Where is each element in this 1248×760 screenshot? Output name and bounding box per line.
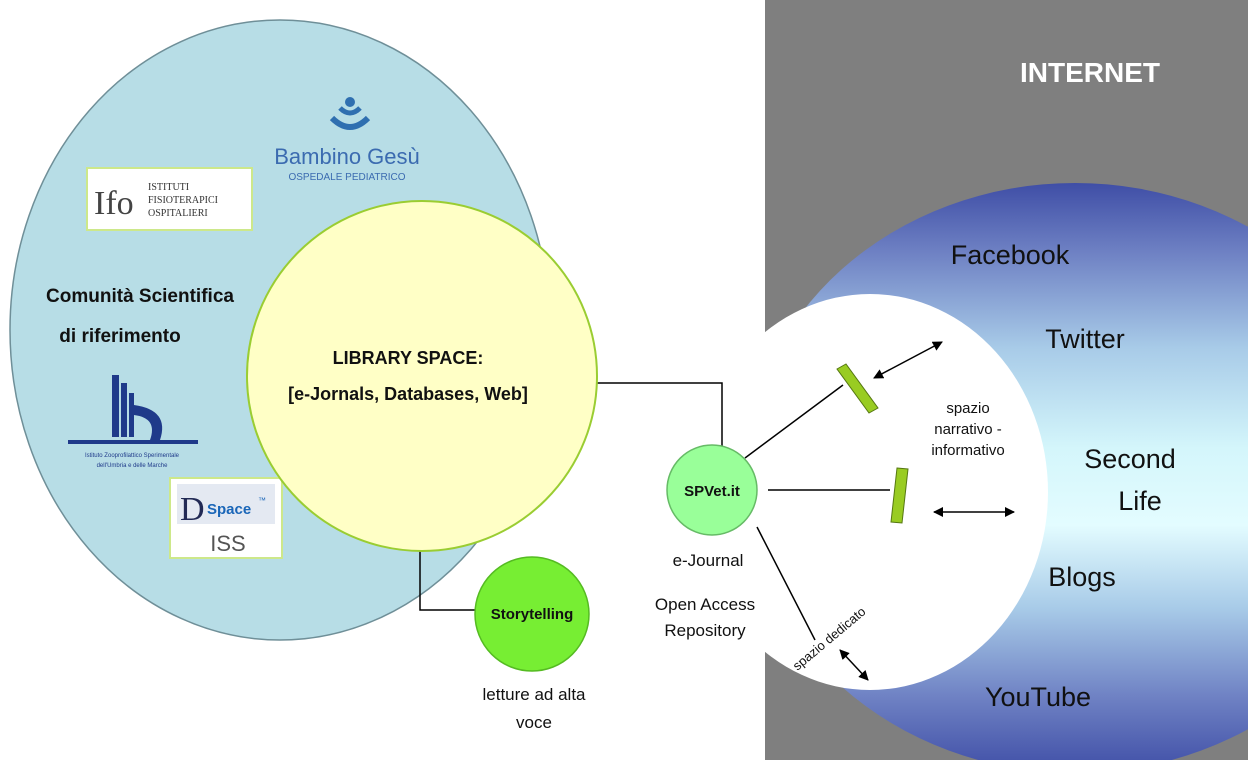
bambino-name: Bambino Gesù bbox=[274, 144, 420, 169]
spvet-to-dedicated-line bbox=[756, 526, 816, 641]
storytelling-caption-line1: letture ad alta bbox=[482, 685, 586, 704]
narrative-line3: informativo bbox=[931, 442, 1004, 459]
narrative-space bbox=[765, 294, 1048, 690]
narrative-line1: spazio bbox=[946, 400, 989, 417]
community-label-line1: Comunità Scientifica bbox=[46, 286, 234, 307]
spvet-to-upper-bar-line bbox=[744, 384, 844, 459]
storytelling-label: Storytelling bbox=[491, 606, 574, 623]
bambino-figure-icon bbox=[345, 97, 355, 107]
blogs-label: Blogs bbox=[1048, 562, 1116, 592]
narrative-line2: narrativo - bbox=[934, 421, 1002, 438]
lower-arrow bbox=[839, 649, 869, 681]
library-to-storytelling-line bbox=[419, 548, 480, 611]
youtube-label: YouTube bbox=[985, 682, 1091, 712]
dspace-word: Space bbox=[207, 501, 251, 518]
spvet-ejournal: e-Journal bbox=[673, 551, 744, 570]
ifo-mark: Ifo bbox=[94, 185, 134, 222]
library-to-spvet-line bbox=[597, 382, 723, 455]
dspace-d: D bbox=[180, 491, 205, 528]
spvet-label: SPVet.it bbox=[684, 483, 740, 500]
spvet-repo-line2: Repository bbox=[664, 621, 746, 640]
dspace-tm: ™ bbox=[258, 496, 266, 505]
library-space-circle bbox=[246, 200, 598, 552]
upper-arrow bbox=[873, 341, 943, 379]
internet-title: INTERNET bbox=[1020, 57, 1160, 88]
izs-line2: dell'Umbria e delle Marche bbox=[97, 463, 169, 469]
twitter-label: Twitter bbox=[1045, 324, 1125, 354]
library-label-line1: LIBRARY SPACE: bbox=[333, 348, 484, 368]
izs-line1: Istituto Zooprofilattico Sperimentale bbox=[85, 453, 180, 459]
dspace-iss-logo: D Space ™ ISS bbox=[169, 477, 283, 559]
spvet-repo-line1: Open Access bbox=[655, 595, 755, 614]
ifo-line2: FISIOTERAPICI bbox=[148, 195, 218, 206]
bambino-subtitle: OSPEDALE PEDIATRICO bbox=[288, 172, 405, 183]
second-life-line2: Life bbox=[1118, 486, 1162, 516]
community-label-line2: di riferimento bbox=[59, 326, 180, 347]
izs-logo: Istituto Zooprofilattico Sperimentale de… bbox=[68, 375, 198, 469]
library-label-line2: [e-Jornals, Databases, Web] bbox=[288, 384, 528, 404]
storytelling-caption-line2: voce bbox=[516, 713, 552, 732]
microscope-icon bbox=[68, 375, 198, 444]
facebook-label: Facebook bbox=[951, 240, 1070, 270]
storytelling-node bbox=[474, 556, 590, 672]
dspace-iss: ISS bbox=[210, 531, 245, 556]
second-life-line1: Second bbox=[1084, 444, 1176, 474]
ifo-line3: OSPITALIERI bbox=[148, 208, 208, 219]
ifo-logo: Ifo ISTITUTI FISIOTERAPICI OSPITALIERI bbox=[86, 167, 253, 231]
ifo-line1: ISTITUTI bbox=[148, 182, 189, 193]
bambino-gesu-logo: Bambino Gesù OSPEDALE PEDIATRICO bbox=[274, 97, 420, 183]
upper-connector-bar bbox=[836, 363, 879, 414]
lower-connector-bar bbox=[890, 467, 909, 524]
spvet-node bbox=[666, 444, 758, 536]
